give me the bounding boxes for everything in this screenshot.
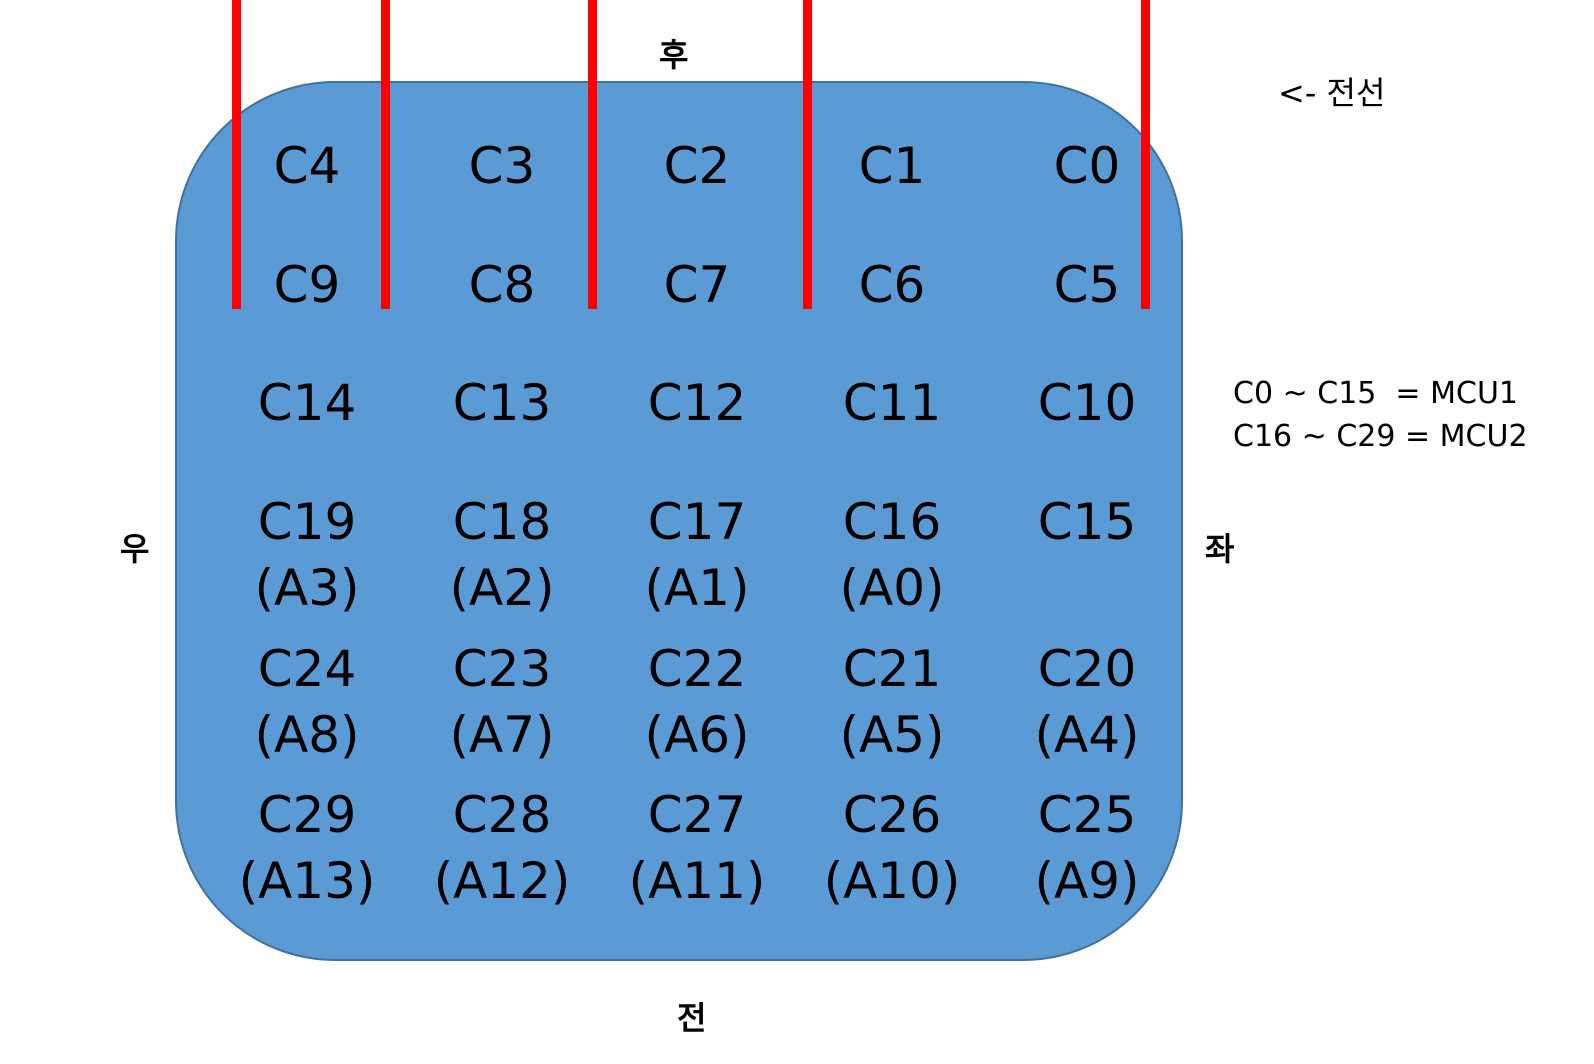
cell-c29: C29 (A13) (207, 782, 407, 914)
cell-id: C7 (663, 256, 731, 314)
cell-c20: C20 (A4) (987, 636, 1187, 768)
cell-id: C4 (273, 137, 341, 195)
cell-c8: C8 (402, 252, 602, 318)
wire-4 (1141, 0, 1150, 309)
cell-analog-id: (A8) (254, 706, 360, 764)
wire-3 (803, 0, 812, 309)
cell-id: C26 (842, 786, 942, 844)
cell-analog-id: (A11) (628, 852, 766, 910)
cell-id: C6 (858, 256, 926, 314)
sensor-board (175, 81, 1183, 961)
cell-id: C11 (842, 374, 942, 432)
cell-c22: C22 (A6) (597, 636, 797, 768)
cell-c10: C10 (987, 370, 1187, 436)
cell-id: C22 (647, 640, 747, 698)
cell-id: C24 (257, 640, 357, 698)
cell-id: C28 (452, 786, 552, 844)
cell-c7: C7 (597, 252, 797, 318)
cell-id: C20 (1037, 640, 1137, 698)
cell-c25: C25 (A9) (987, 782, 1187, 914)
cell-id: C13 (452, 374, 552, 432)
cell-c17: C17 (A1) (597, 489, 797, 621)
cell-id: C29 (257, 786, 357, 844)
cell-c2: C2 (597, 133, 797, 199)
mcu-note-2: C16 ~ C29 = MCU2 (1233, 419, 1528, 454)
cell-id: C2 (663, 137, 731, 195)
cell-id: C18 (452, 493, 552, 551)
cell-id: C21 (842, 640, 942, 698)
cell-analog-id: (A0) (839, 559, 945, 617)
cell-c24: C24 (A8) (207, 636, 407, 768)
cell-c0: C0 (987, 133, 1187, 199)
cell-c6: C6 (792, 252, 992, 318)
cell-analog-id: (A2) (449, 559, 555, 617)
cell-analog-id: (A9) (1034, 852, 1140, 910)
label-left: 좌 (1205, 530, 1235, 568)
cell-c12: C12 (597, 370, 797, 436)
label-right: 우 (120, 530, 150, 568)
cell-id: C14 (257, 374, 357, 432)
cell-c3: C3 (402, 133, 602, 199)
wire-2 (588, 0, 597, 309)
cell-analog-id: (A10) (823, 852, 961, 910)
cell-id: C3 (468, 137, 536, 195)
cell-c21: C21 (A5) (792, 636, 992, 768)
cell-c18: C18 (A2) (402, 489, 602, 621)
cell-id: C15 (1037, 493, 1137, 551)
cell-id: C8 (468, 256, 536, 314)
cell-id: C5 (1053, 256, 1121, 314)
cell-c9: C9 (207, 252, 407, 318)
cell-c19: C19 (A3) (207, 489, 407, 621)
cell-c4: C4 (207, 133, 407, 199)
cell-id: C19 (257, 493, 357, 551)
cell-c1: C1 (792, 133, 992, 199)
cell-c14: C14 (207, 370, 407, 436)
mcu-note-1: C0 ~ C15 = MCU1 (1233, 376, 1518, 411)
wire-1 (381, 0, 390, 309)
cell-c27: C27 (A11) (597, 782, 797, 914)
label-back: 후 (659, 36, 689, 74)
cell-id: C25 (1037, 786, 1137, 844)
cell-id: C16 (842, 493, 942, 551)
cell-c23: C23 (A7) (402, 636, 602, 768)
cell-id: C1 (858, 137, 926, 195)
cell-c13: C13 (402, 370, 602, 436)
cell-id: C23 (452, 640, 552, 698)
cell-id: C9 (273, 256, 341, 314)
cell-analog-id: (A12) (433, 852, 571, 910)
cell-id: C10 (1037, 374, 1137, 432)
cell-analog-id: (A13) (238, 852, 376, 910)
cell-c15: C15 (987, 489, 1187, 555)
cell-analog-id: (A4) (1034, 706, 1140, 764)
label-front: 전 (677, 999, 707, 1037)
cell-analog-id: (A6) (644, 706, 750, 764)
cell-id: C27 (647, 786, 747, 844)
cell-c5: C5 (987, 252, 1187, 318)
cell-analog-id: (A3) (254, 559, 360, 617)
cell-c16: C16 (A0) (792, 489, 992, 621)
cell-id: C17 (647, 493, 747, 551)
cell-id: C12 (647, 374, 747, 432)
wire-note: <- 전선 (1278, 74, 1386, 112)
wire-0 (232, 0, 241, 309)
cell-id: C0 (1053, 137, 1121, 195)
cell-analog-id: (A7) (449, 706, 555, 764)
cell-analog-id: (A1) (644, 559, 750, 617)
cell-c26: C26 (A10) (792, 782, 992, 914)
cell-c11: C11 (792, 370, 992, 436)
cell-c28: C28 (A12) (402, 782, 602, 914)
cell-analog-id: (A5) (839, 706, 945, 764)
